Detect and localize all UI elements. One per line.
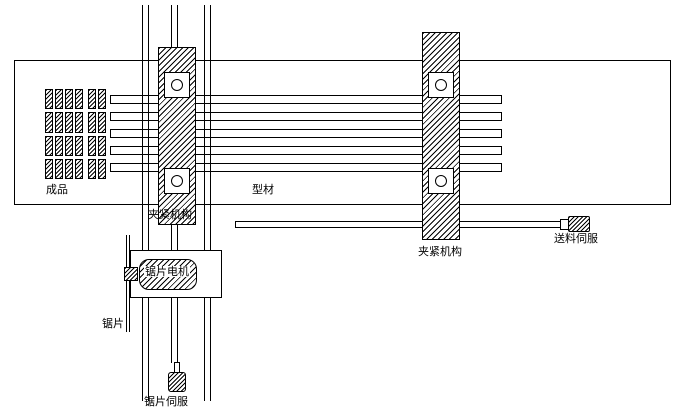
- saw-servo-label: 锯片伺服: [144, 395, 188, 408]
- saw-rail-left: [142, 5, 149, 401]
- clamp-right-bearing-top: [428, 72, 454, 98]
- bearing-hole-icon: [171, 79, 183, 91]
- saw-motor-label: 锯片电机: [144, 265, 190, 278]
- cut-piece: [45, 89, 53, 110]
- cut-piece: [65, 89, 73, 110]
- cut-piece: [45, 135, 53, 156]
- cut-piece: [55, 112, 63, 133]
- cut-piece: [65, 135, 73, 156]
- clamp-left-bearing-bottom: [164, 168, 190, 194]
- cut-piece: [55, 89, 63, 110]
- profile-bar: [110, 163, 502, 172]
- profile-bar: [110, 95, 502, 104]
- finished-product-stack: [98, 89, 106, 179]
- cut-piece: [88, 158, 96, 179]
- cut-piece: [45, 158, 53, 179]
- saw-rail-right: [204, 5, 211, 401]
- feed-rod: [235, 221, 562, 228]
- clamp-right-bearing-bottom: [428, 168, 454, 194]
- cut-piece: [88, 135, 96, 156]
- profile-label: 型材: [252, 183, 274, 196]
- saw-blade-label: 锯片: [102, 317, 124, 330]
- bearing-hole-icon: [171, 175, 183, 187]
- clamp-left-label: 夹紧机构: [148, 208, 192, 221]
- cut-piece: [65, 112, 73, 133]
- cut-piece: [75, 158, 83, 179]
- profile-bar: [110, 112, 502, 121]
- saw-blade-line: [126, 235, 130, 332]
- clamp-left-bearing-top: [164, 72, 190, 98]
- cut-piece: [75, 89, 83, 110]
- bearing-hole-icon: [435, 175, 447, 187]
- cut-piece: [55, 158, 63, 179]
- feed-servo-label: 送料伺服: [554, 232, 598, 245]
- cut-piece: [98, 112, 106, 133]
- saw-blade-coupling: [124, 267, 138, 281]
- cut-piece: [75, 112, 83, 133]
- cut-piece: [98, 89, 106, 110]
- cut-piece: [98, 158, 106, 179]
- finished-product-stack: [88, 89, 96, 179]
- cut-piece: [65, 158, 73, 179]
- cut-piece: [88, 112, 96, 133]
- finished-product-stack: [75, 89, 83, 179]
- saw-servo-block: [168, 372, 186, 392]
- feed-servo-block: [568, 216, 590, 232]
- finished-product-stack: [45, 89, 53, 179]
- cut-piece: [88, 89, 96, 110]
- cut-piece: [98, 135, 106, 156]
- cut-piece: [75, 135, 83, 156]
- finished-product-stack: [55, 89, 63, 179]
- cut-piece: [55, 135, 63, 156]
- profile-bar: [110, 146, 502, 155]
- finished-product-label: 成品: [46, 183, 68, 196]
- clamp-right-body: [422, 32, 460, 240]
- bearing-hole-icon: [435, 79, 447, 91]
- cut-piece: [45, 112, 53, 133]
- profile-bar: [110, 129, 502, 138]
- finished-product-stack: [65, 89, 73, 179]
- clamp-right-label: 夹紧机构: [418, 245, 462, 258]
